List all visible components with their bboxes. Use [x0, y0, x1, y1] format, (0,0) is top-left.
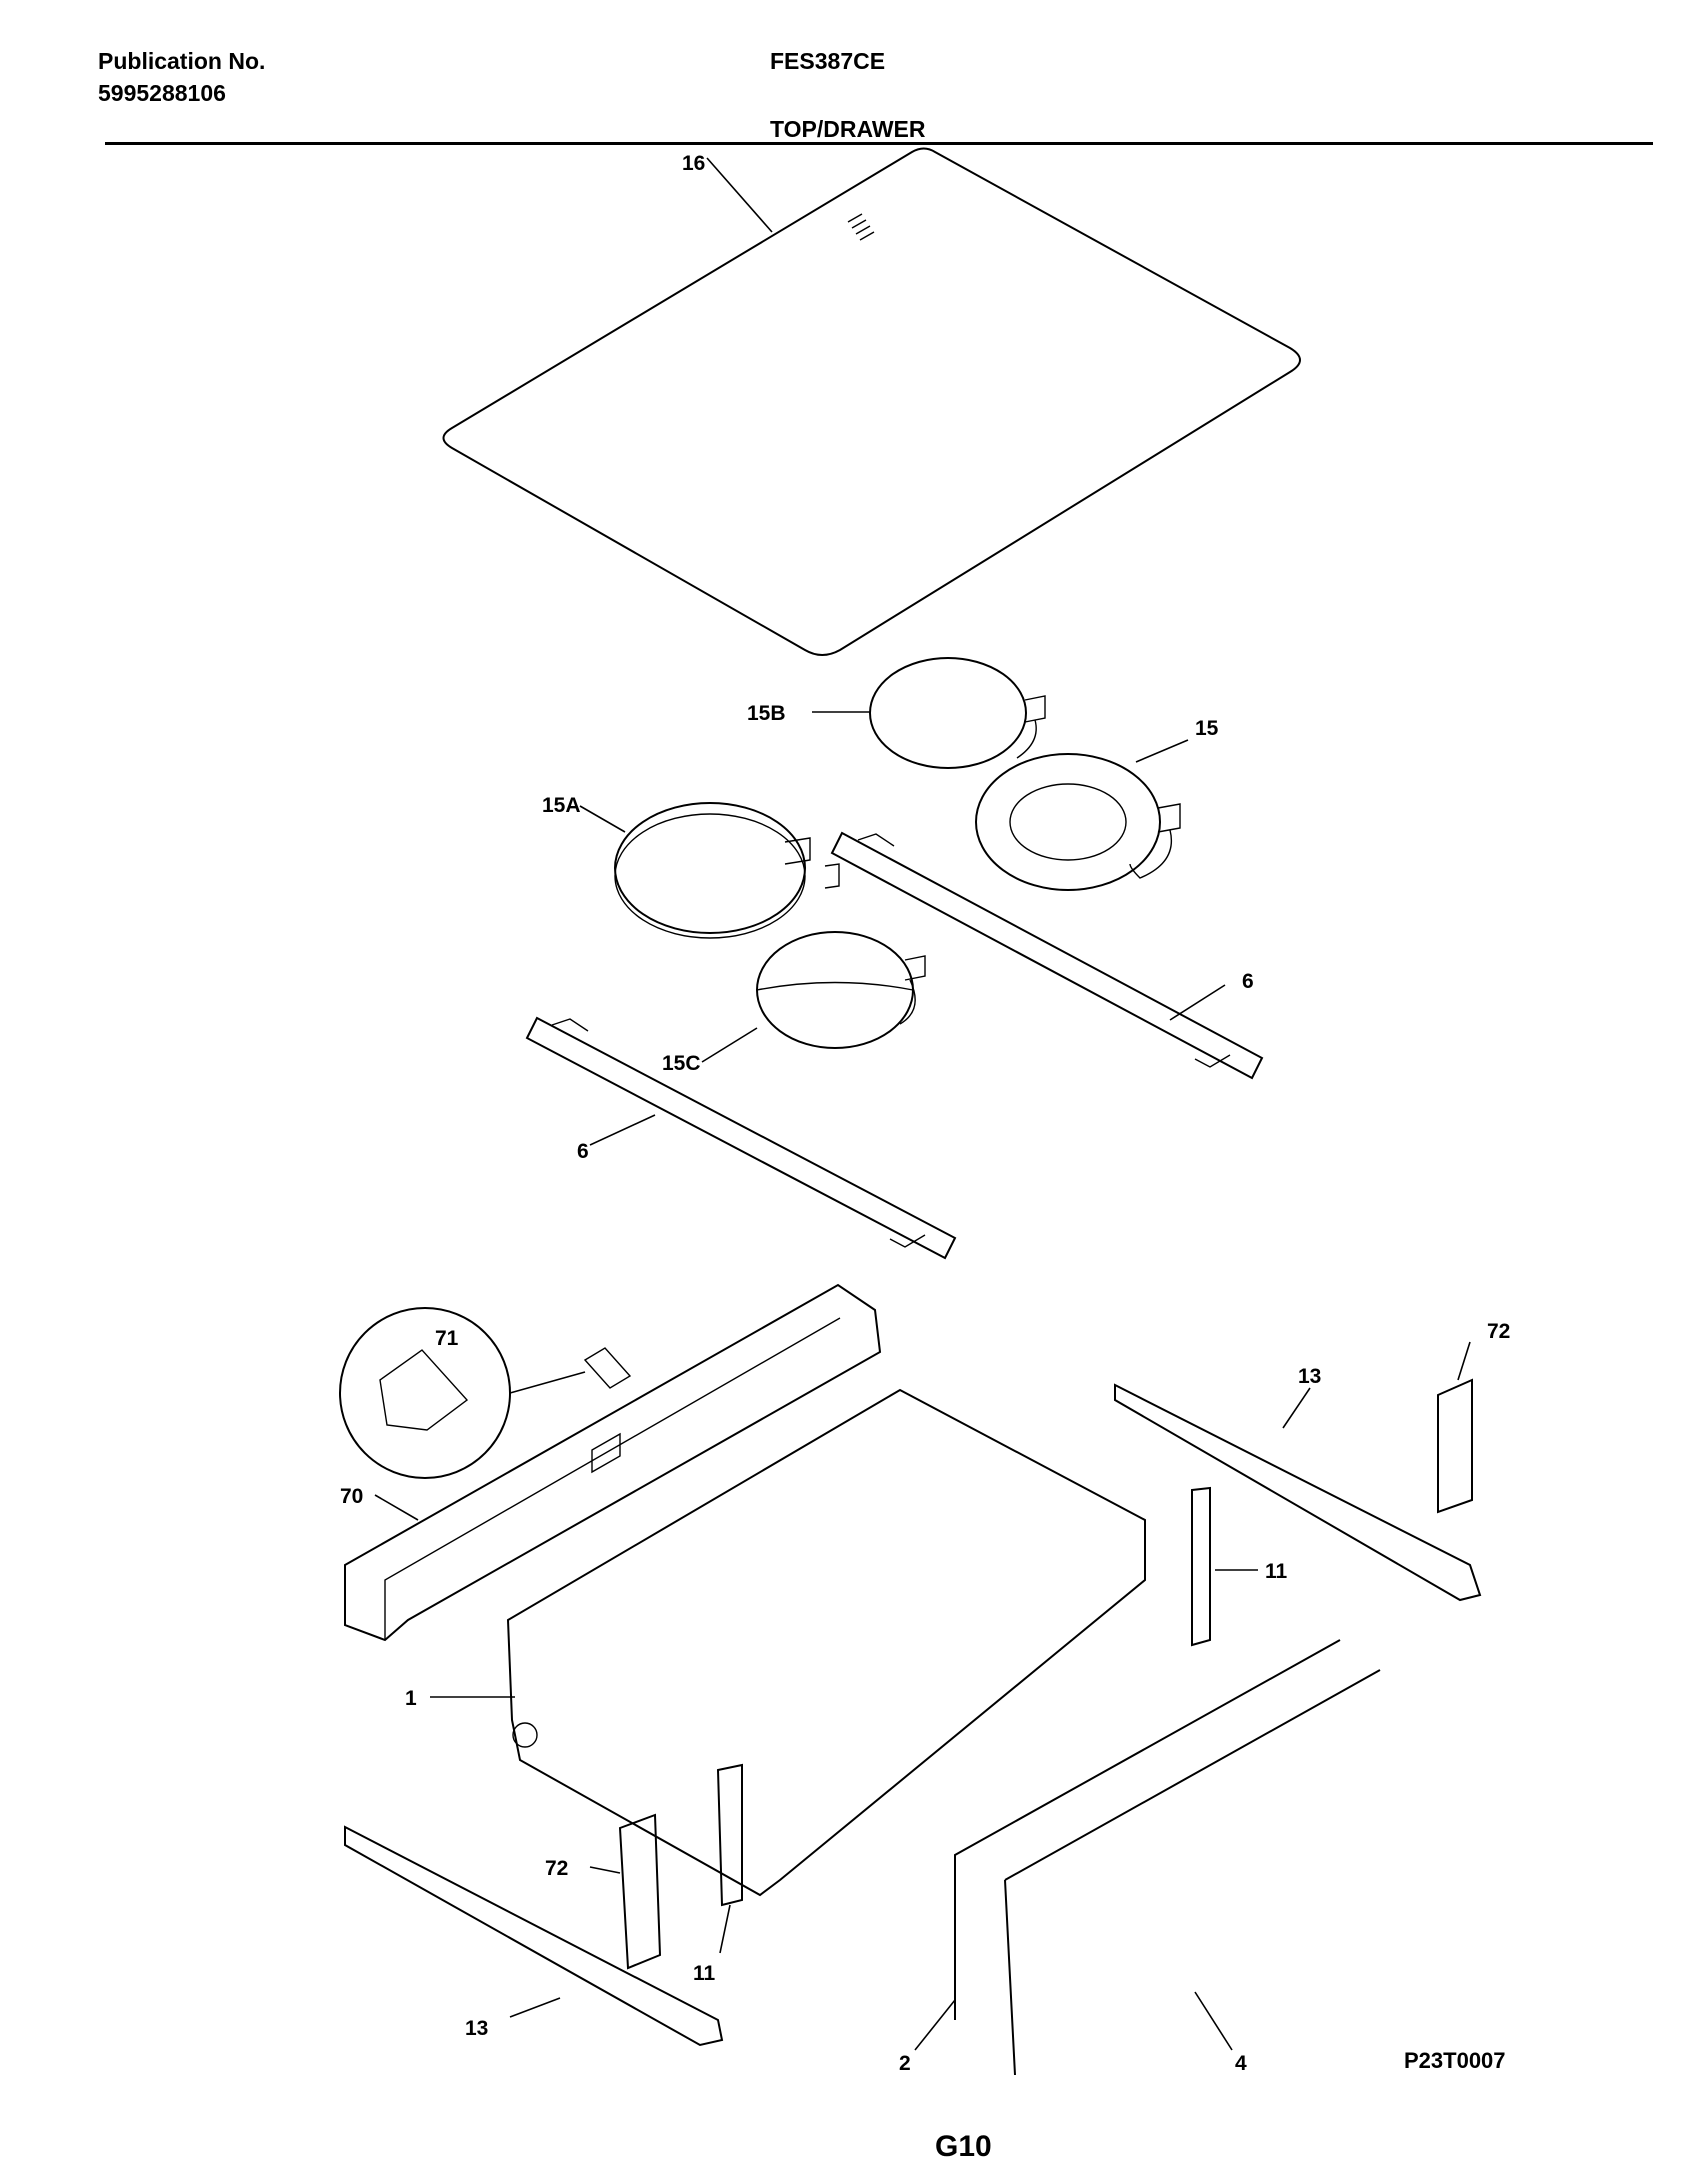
callout-13-lower: 13: [465, 2017, 488, 2040]
callout-15c: 15C: [662, 1052, 701, 1075]
surface-element-15b-part: [869, 657, 1046, 769]
surface-element-15a-part: [614, 802, 840, 939]
surface-element-15-part: [975, 753, 1181, 891]
callout-4: 4: [1235, 2052, 1247, 2075]
publication-label: Publication No.: [98, 48, 266, 74]
surface-element-15c-part: [756, 931, 926, 1049]
diagram-code: P23T0007: [1404, 2048, 1506, 2073]
drawer-rail-13-lower-part: [344, 1825, 724, 2047]
page-number: G10: [935, 2130, 992, 2163]
cooktop-glass-part: [442, 147, 1301, 656]
drawer-rail-13-upper-part: [1114, 1383, 1482, 1602]
drawer-slide-11-right-part: [1191, 1486, 1211, 1647]
callout-6-upper: 6: [1242, 970, 1254, 993]
section-title: TOP/DRAWER: [770, 116, 926, 142]
callout-11-left: 11: [693, 1962, 716, 1985]
drawer-slide-11-left-part: [716, 1763, 743, 1907]
callout-15: 15: [1195, 717, 1219, 740]
callout-13-upper: 13: [1298, 1365, 1321, 1388]
rail-bracket-72-upper-part: [1437, 1378, 1473, 1514]
rail-bracket-72-lower-part: [618, 1813, 662, 1970]
callout-2: 2: [899, 2052, 911, 2075]
drawer-front-part: [954, 1639, 1381, 2076]
callout-16: 16: [682, 152, 705, 175]
callout-72-upper: 72: [1487, 1320, 1510, 1343]
drawer-body-part: [506, 1388, 1146, 1897]
callout-71: 71: [435, 1327, 459, 1350]
callout-1: 1: [405, 1687, 417, 1710]
model-number: FES387CE: [770, 48, 886, 74]
callout-11-right: 11: [1265, 1560, 1288, 1583]
front-frame-part: [344, 1283, 882, 1642]
support-bracket-upper-part: [830, 831, 1264, 1080]
support-bracket-lower-part: [525, 1016, 957, 1260]
callout-70: 70: [340, 1485, 363, 1508]
detail-inset-71: [339, 1307, 632, 1479]
callout-15a: 15A: [542, 794, 581, 817]
callout-15b: 15B: [747, 702, 786, 725]
callout-6-lower: 6: [577, 1140, 589, 1163]
callout-72-lower: 72: [545, 1857, 568, 1880]
publication-number: 5995288106: [98, 80, 226, 106]
header-divider: [105, 142, 1653, 145]
